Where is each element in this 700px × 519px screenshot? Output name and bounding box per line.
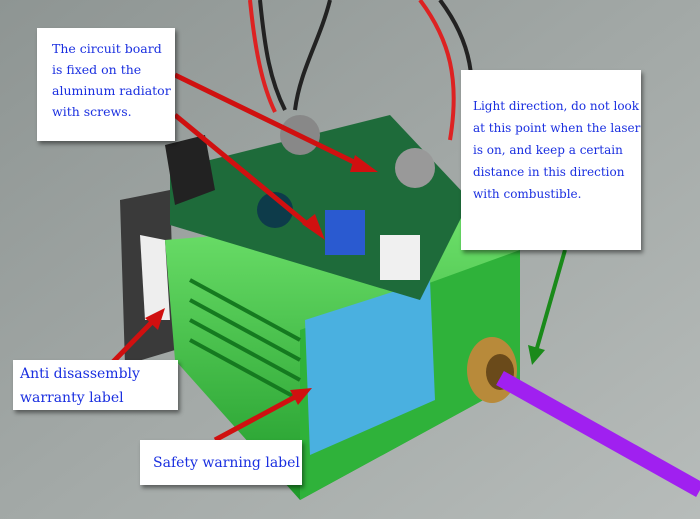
red-arrows — [108, 72, 378, 443]
laser-beam — [496, 371, 700, 497]
fan-side — [120, 190, 175, 365]
circuit-board-note: The circuit board is fixed on the alumin… — [37, 28, 175, 141]
green-arrow — [528, 249, 567, 365]
green-heatsink — [165, 215, 520, 500]
safety-warning-note: Safety warning label — [140, 440, 302, 485]
light-direction-note: Light direction, do not look at this poi… — [461, 70, 641, 250]
anti-disassembly-note: Anti disassembly warranty label — [13, 360, 178, 410]
safety-label — [305, 280, 435, 455]
brass-lens — [467, 337, 517, 403]
